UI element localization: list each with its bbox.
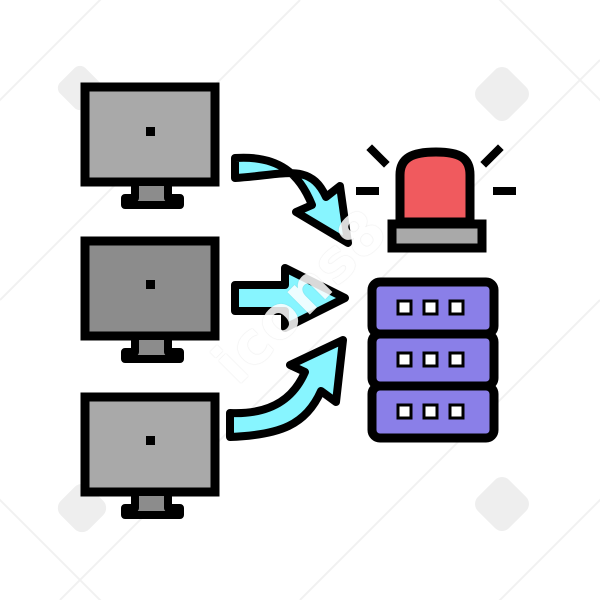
- server-lights: [396, 299, 465, 420]
- monitor-icon: [80, 82, 220, 209]
- server-icon: [367, 277, 499, 443]
- siren-icon: [356, 144, 516, 253]
- monitor-icon: [80, 236, 220, 363]
- arrow-icon: [231, 153, 352, 247]
- monitor-icon: [80, 392, 220, 519]
- arrow-icon: [231, 264, 349, 332]
- arrow-icon: [226, 336, 347, 441]
